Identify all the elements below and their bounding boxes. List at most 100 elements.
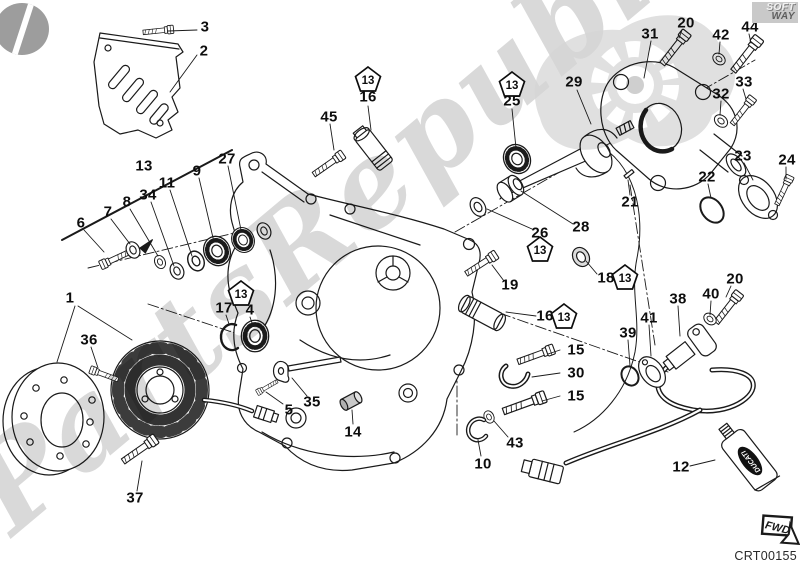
stator xyxy=(110,340,280,440)
assembly-arrow-icon xyxy=(139,239,153,254)
part-number-label-42: 42 xyxy=(712,26,730,44)
part-number-label-29: 29 xyxy=(565,73,583,91)
part-number-label-24: 24 xyxy=(778,151,796,169)
gasket-edge-line xyxy=(61,143,641,433)
bolt-24 xyxy=(772,173,795,208)
clamp-30 xyxy=(498,363,531,389)
sensor-connector xyxy=(520,458,564,485)
part-number-label-4: 4 xyxy=(245,301,255,319)
part-number-label-38: 38 xyxy=(669,290,687,308)
spacer-26 xyxy=(469,197,487,217)
part-number-label-2: 2 xyxy=(199,42,209,60)
bolt-37 xyxy=(119,433,160,467)
part-number-label-20: 20 xyxy=(677,14,695,32)
washer-7 xyxy=(122,238,144,262)
pin-21 xyxy=(623,168,635,180)
pentagon-badge-13: 13 xyxy=(498,71,526,97)
part-number-label-16: 16 xyxy=(536,307,554,325)
washer-34 xyxy=(166,259,188,283)
part-number-label-10: 10 xyxy=(474,455,492,473)
part-number-label-22: 22 xyxy=(698,168,716,186)
drawing-code: CRT00155 xyxy=(734,549,797,563)
part-number-label-6: 6 xyxy=(76,214,86,232)
part-number-label-39: 39 xyxy=(619,324,637,342)
part-number-label-9: 9 xyxy=(192,162,202,180)
part-number-label-19: 19 xyxy=(501,276,519,294)
part-number-label-13: 13 xyxy=(135,157,153,175)
part-number-label-15: 15 xyxy=(567,341,585,359)
sleeve-16-right xyxy=(457,294,507,332)
part-number-label-37: 37 xyxy=(126,489,144,507)
part-number-label-33: 33 xyxy=(735,73,753,91)
softway-logo: SOFT WAY xyxy=(752,2,798,23)
part-number-label-32: 32 xyxy=(712,85,730,103)
pentagon-badge-13: 13 xyxy=(227,280,255,306)
part-number-label-28: 28 xyxy=(572,218,590,236)
part-number-label-43: 43 xyxy=(506,434,524,452)
part-number-label-41: 41 xyxy=(640,309,658,327)
part-number-label-36: 36 xyxy=(80,331,98,349)
flywheel-ring xyxy=(2,362,105,476)
softway-logo-line2: WAY xyxy=(771,11,795,22)
o-ring-22 xyxy=(699,196,725,224)
sealant-tube: DUCATI xyxy=(718,422,781,492)
flange-41 xyxy=(638,356,666,388)
part-number-label-11: 11 xyxy=(158,174,176,192)
bushing-28 xyxy=(496,174,525,203)
part-number-label-26: 26 xyxy=(531,224,549,242)
o-ring-39 xyxy=(620,365,640,387)
outlet-flange-23 xyxy=(699,174,779,224)
bolt-20-top xyxy=(657,28,693,68)
softway-logo-line1: SOFT xyxy=(766,2,795,13)
seal-18 xyxy=(571,246,591,268)
bearing-train-left xyxy=(97,219,275,283)
part-number-label-30: 30 xyxy=(567,364,585,382)
guard-plate xyxy=(93,32,184,139)
part-number-label-35: 35 xyxy=(303,393,321,411)
part-number-label-7: 7 xyxy=(103,203,113,221)
part-number-label-18: 18 xyxy=(597,269,615,287)
part-number-label-40: 40 xyxy=(702,285,720,303)
part-number-label-34: 34 xyxy=(139,186,157,204)
part-number-label-15: 15 xyxy=(567,387,585,405)
bearing-25 xyxy=(498,140,536,179)
part-number-label-12: 12 xyxy=(672,458,690,476)
bolt-44 xyxy=(728,33,765,76)
part-number-label-27: 27 xyxy=(218,150,236,168)
sleeve-16-top xyxy=(352,125,393,171)
part-number-label-8: 8 xyxy=(122,193,132,211)
pentagon-badge-13: 13 xyxy=(550,303,578,329)
part-number-label-3: 3 xyxy=(200,18,210,36)
part-number-label-14: 14 xyxy=(344,423,362,441)
washer-8 xyxy=(151,253,169,271)
part-number-label-17: 17 xyxy=(215,299,233,317)
fwd-label: FWD xyxy=(764,519,791,537)
bush-14 xyxy=(339,391,363,411)
bearing-4 xyxy=(241,320,268,352)
washer-43 xyxy=(481,408,497,426)
pentagon-badge-13: 13 xyxy=(611,264,639,290)
part-number-label-5: 5 xyxy=(284,401,294,419)
bolt-15-upper xyxy=(515,343,557,368)
clip-10 xyxy=(465,416,489,443)
catalog-disc-logo xyxy=(0,3,49,55)
part-number-label-31: 31 xyxy=(641,25,659,43)
pentagon-badge-13: 13 xyxy=(526,236,554,262)
part-number-label-20: 20 xyxy=(726,270,744,288)
stator-connector xyxy=(252,404,280,424)
bearing-4-circlip-17 xyxy=(219,320,269,352)
part-number-label-16: 16 xyxy=(359,88,377,106)
clamp-35 xyxy=(272,356,342,383)
fwd-direction-icon: FWD xyxy=(758,512,800,559)
disc-logo-slash xyxy=(8,3,36,55)
pentagon-badge-13: 13 xyxy=(354,66,382,92)
part-number-label-21: 21 xyxy=(621,193,639,211)
speed-sensor-38 xyxy=(520,323,756,485)
part-number-label-1: 1 xyxy=(65,289,75,307)
tube-nozzle xyxy=(718,422,735,440)
part-number-label-23: 23 xyxy=(734,147,752,165)
bolt-45 xyxy=(310,149,347,180)
bolt-15-lower xyxy=(500,389,549,418)
